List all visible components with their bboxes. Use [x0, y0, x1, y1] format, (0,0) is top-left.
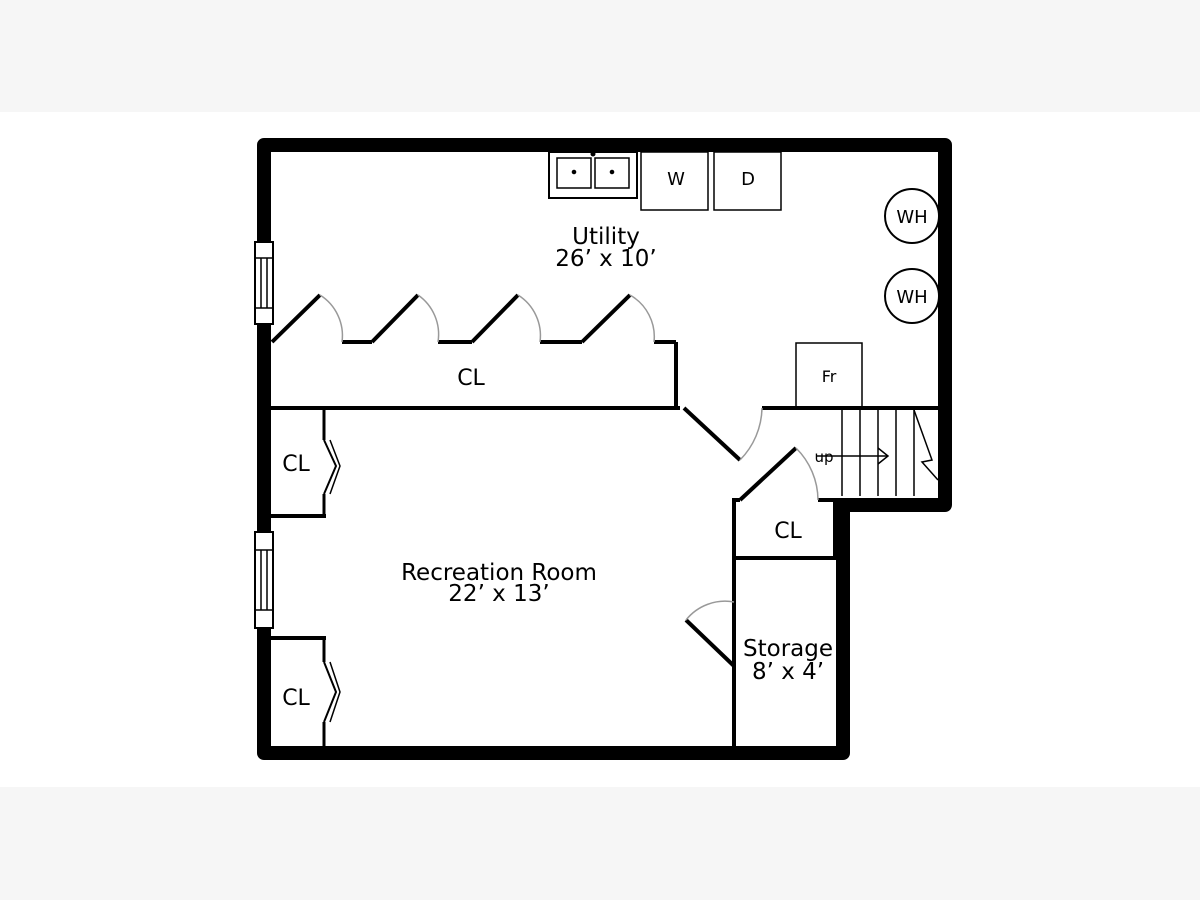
- fridge-label: Fr: [822, 367, 837, 386]
- fridge: [795, 342, 863, 409]
- storage-room-name: Storage: [743, 636, 833, 662]
- laundry-sink: [548, 151, 638, 199]
- utility-closet-doors: [270, 293, 678, 408]
- water-heater-1: [884, 188, 940, 244]
- utility-room-size: 26’ x 10’: [555, 246, 656, 272]
- washer: [640, 151, 709, 211]
- storage-room-size: 8’ x 4’: [752, 659, 824, 685]
- recreation-room-name: Recreation Room: [401, 560, 597, 586]
- door-storage: [684, 600, 736, 668]
- window-lower: [254, 531, 274, 629]
- floor-plan-area: W D WH WH Fr up CL: [0, 112, 1200, 787]
- rec-closet-bottom-label: CL: [282, 686, 310, 711]
- water-heater-1-label: WH: [896, 207, 927, 228]
- dryer-label: D: [741, 169, 755, 190]
- recreation-room-size: 22’ x 13’: [448, 581, 549, 607]
- utility-room-name: Utility: [572, 224, 640, 250]
- rec-closet-top: [270, 408, 341, 518]
- stairs-label: up: [814, 448, 833, 466]
- stairs: [816, 408, 939, 496]
- dryer: [713, 151, 782, 211]
- door-utility-hall: [682, 406, 763, 462]
- exterior-wall: [257, 138, 952, 760]
- window-upper: [254, 241, 274, 325]
- water-heater-2-label: WH: [896, 287, 927, 308]
- washer-label: W: [667, 169, 685, 190]
- rec-closet-bottom: [270, 636, 341, 746]
- stair-closet: [732, 446, 843, 746]
- floor-plan: W D WH WH Fr up CL: [254, 138, 952, 760]
- utility-closet-label: CL: [457, 366, 485, 391]
- water-heater-2: [884, 268, 940, 324]
- rec-closet-top-label: CL: [282, 452, 310, 477]
- stair-closet-label: CL: [774, 519, 802, 544]
